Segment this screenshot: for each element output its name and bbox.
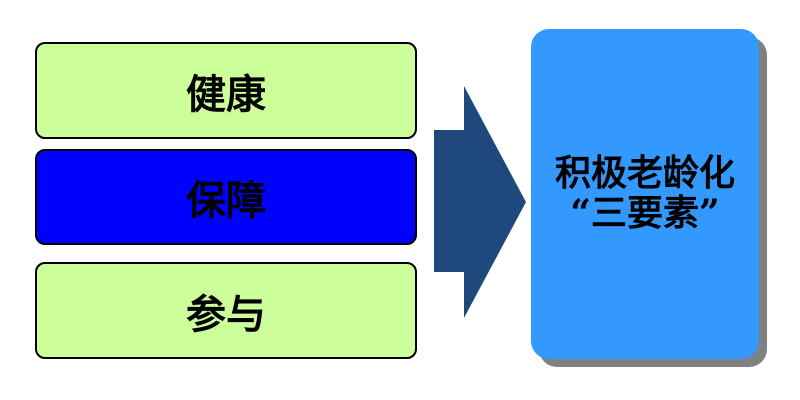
participation-label: 参与 [186, 290, 266, 338]
security-label: 保障 [186, 177, 266, 224]
participation-box: 参与 [35, 262, 417, 359]
result-box: 积极老龄化 “三要素” [531, 29, 759, 359]
result-title: 积极老龄化 [554, 152, 735, 195]
right-arrow-icon [434, 86, 526, 318]
health-box: 健康 [35, 42, 417, 139]
security-box: 保障 [35, 149, 417, 245]
health-label: 健康 [186, 70, 266, 118]
arrow-shape [434, 86, 526, 318]
result-subtitle: “三要素” [570, 192, 720, 234]
